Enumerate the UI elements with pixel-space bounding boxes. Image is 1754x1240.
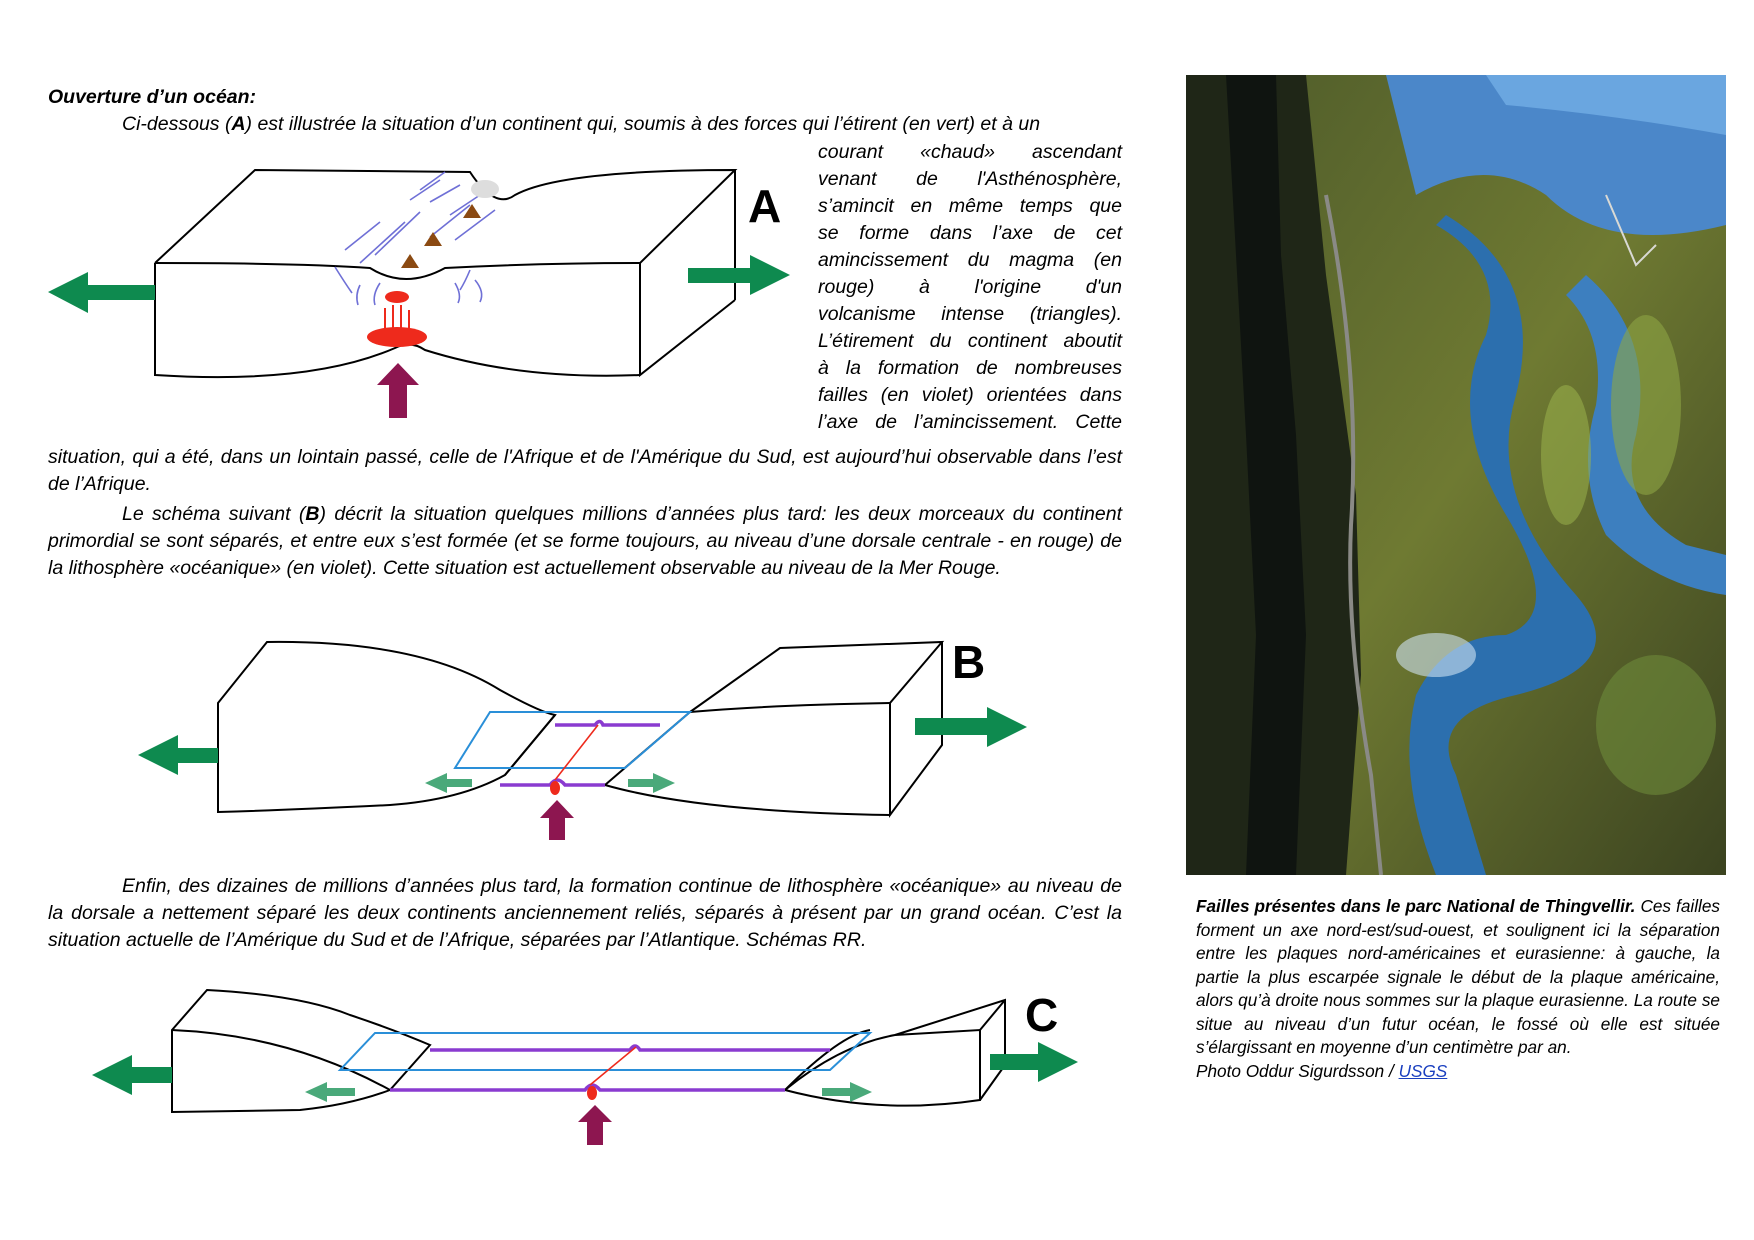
upwelling-arrow [578, 1105, 612, 1145]
upwelling-arrow [540, 800, 574, 840]
light-arrow-right [822, 1082, 872, 1102]
volcano-triangles [401, 204, 481, 268]
side-line: L’étirement du continent aboutit [818, 330, 1122, 352]
paragraph-a-intro: Ci-dessous (A) est illustrée la situatio… [122, 113, 1041, 135]
side-line: l’axe de l’amincissement. Cette [818, 411, 1122, 433]
section-heading: Ouverture d’un océan: [48, 86, 257, 108]
upwelling-arrow [377, 363, 419, 418]
green-arrow-left [138, 735, 218, 775]
diagram-c: C [92, 988, 1078, 1145]
ridge-magma [550, 781, 560, 795]
side-line: se forme dans l’axe de cet [818, 222, 1122, 244]
side-line: courant «chaud» ascendant [818, 141, 1122, 163]
diagram-b: B [138, 636, 1027, 840]
ridge-magma [587, 1086, 597, 1100]
caption-title: Failles présentes dans le parc National … [1196, 896, 1636, 916]
side-line: failles (en violet) orientées dans [818, 384, 1122, 406]
green-arrow-left [92, 1055, 172, 1095]
side-line: à la formation de nombreuses [818, 357, 1122, 379]
light-arrow-left [425, 773, 472, 793]
label-a: A [748, 180, 781, 232]
green-arrow-right [915, 707, 1027, 747]
side-line: volcanisme intense (triangles). [818, 303, 1122, 325]
light-arrow-left [305, 1082, 355, 1102]
side-line: s’amincit en même temps que [818, 195, 1122, 217]
smoke-plume [471, 180, 499, 198]
green-arrow-left [48, 272, 155, 313]
paragraph-a-tail: situation, qui a été, dans un lointain p… [48, 446, 1122, 495]
photo-caption: Failles présentes dans le parc National … [1196, 896, 1720, 1081]
side-line: rouge) à l'origine d'un [818, 276, 1122, 298]
side-line: amincissement du magma (en [818, 249, 1122, 271]
green-arrow-right [688, 255, 790, 295]
side-line: venant de l'Asthénosphère, [818, 168, 1122, 190]
magma-chamber [367, 291, 427, 347]
bold-b: B [305, 503, 320, 525]
green-arrow-right [990, 1042, 1078, 1082]
diagram-a: A [48, 168, 790, 418]
thingvellir-photo [1186, 75, 1726, 875]
light-arrow-right [628, 773, 675, 793]
paragraph-a-side: courant «chaud» ascendant venant de l'As… [818, 139, 1122, 436]
paragraph-c: Enfin, des dizaines de millions d’années… [48, 875, 1122, 951]
paragraph-b: Le schéma suivant (B) décrit la situatio… [48, 503, 1122, 579]
usgs-link[interactable]: USGS [1398, 1060, 1448, 1081]
label-c: C [1025, 989, 1058, 1041]
label-b: B [952, 636, 985, 688]
bold-a: A [231, 113, 246, 135]
